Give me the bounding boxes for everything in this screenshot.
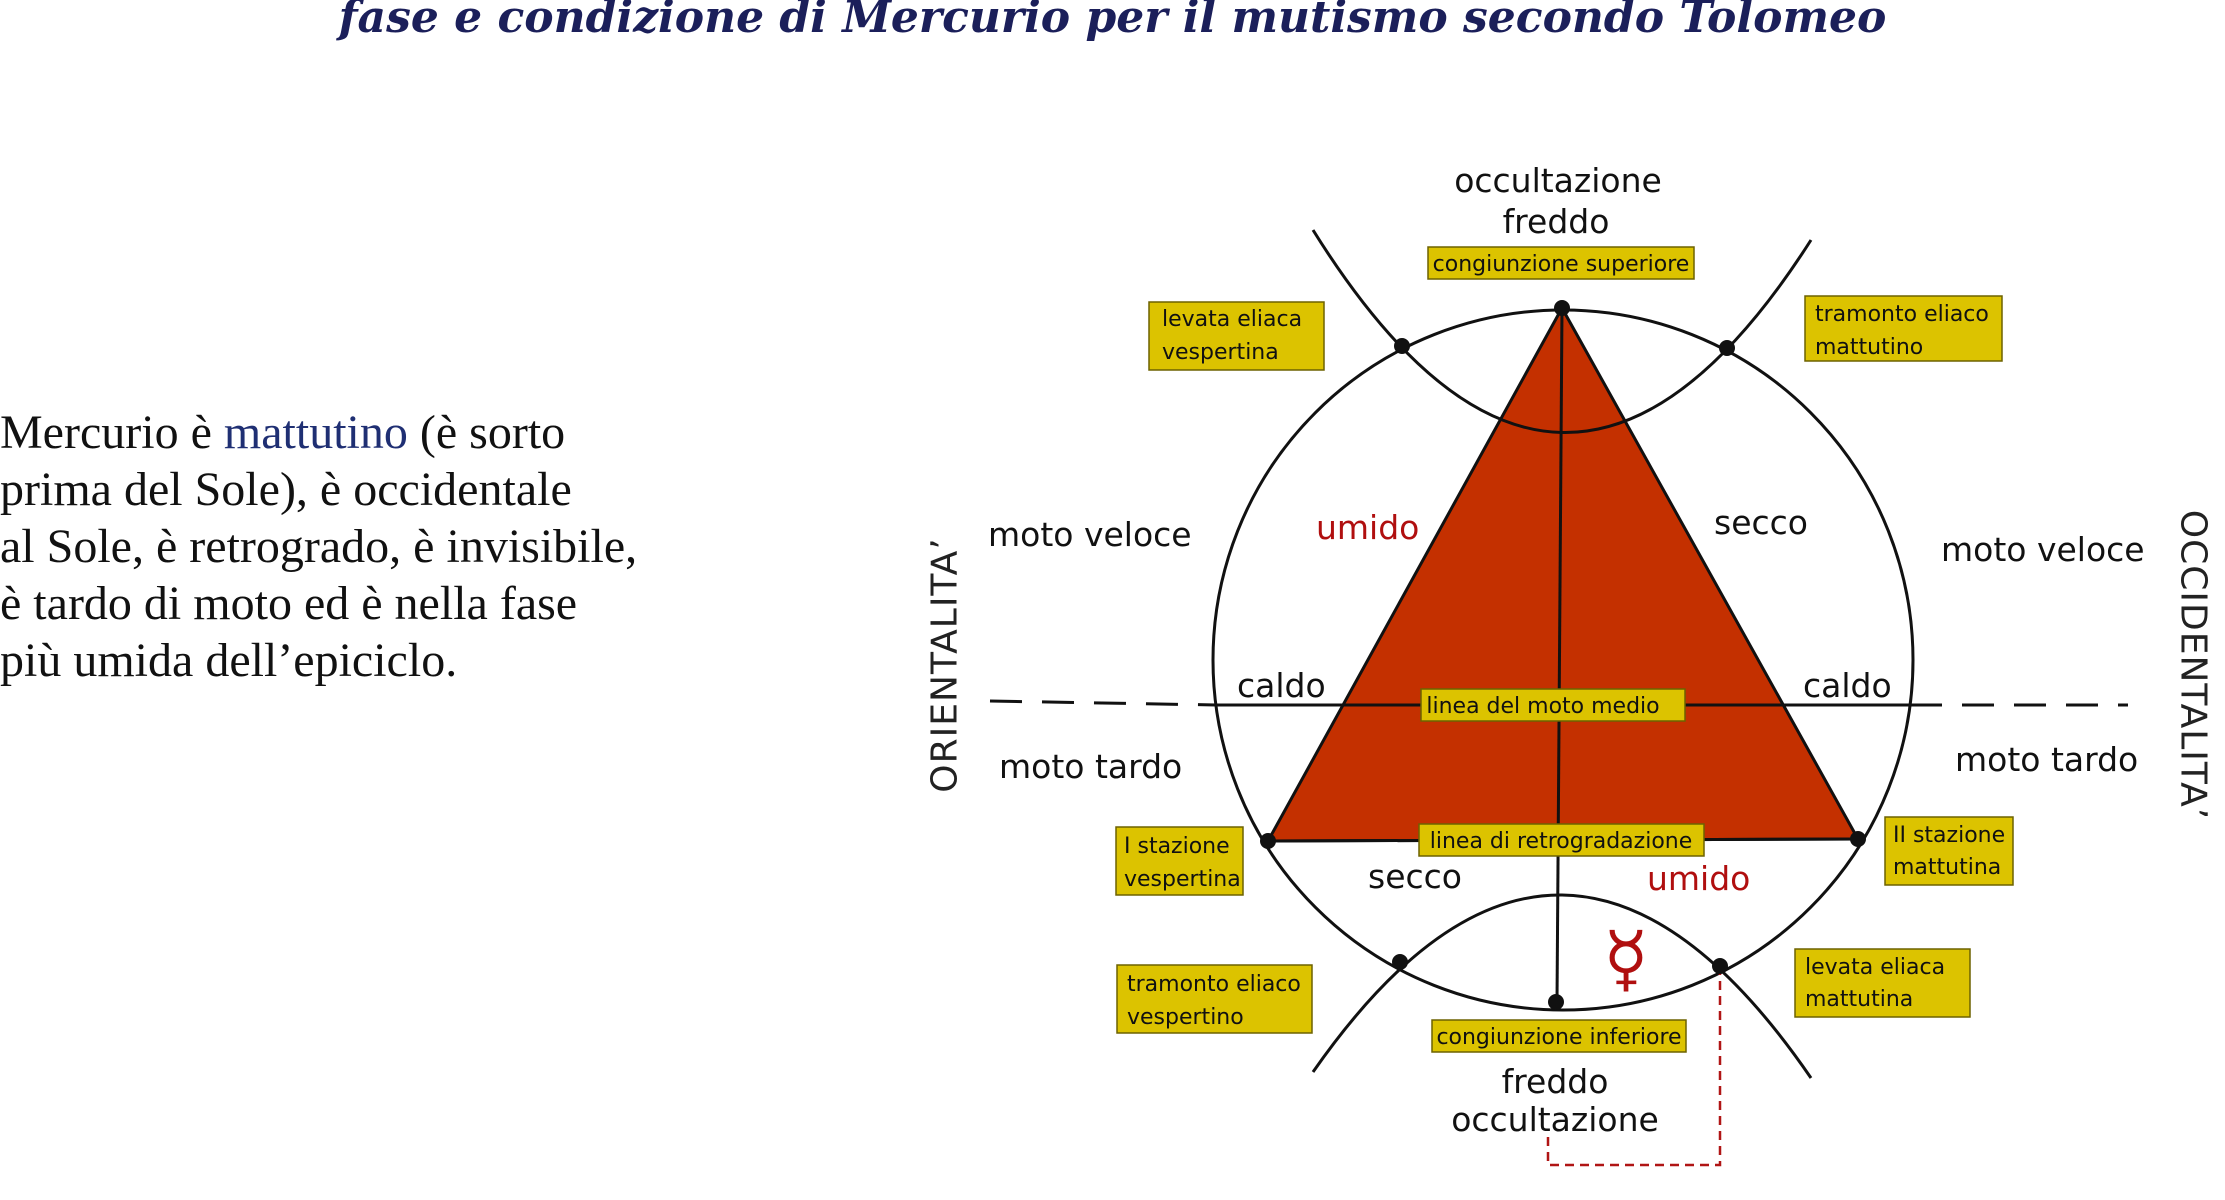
box-inferior-conjunction: congiunzione inferiore	[1431, 1019, 1687, 1053]
point-lower-right	[1712, 958, 1728, 974]
label-hot-right: caldo	[1803, 666, 1892, 705]
description-paragraph: Mercurio è mattutino (è sorto prima del …	[0, 404, 760, 689]
humid-dry-triangle	[1265, 304, 1861, 843]
svg-text:mattutina: mattutina	[1805, 987, 1913, 1012]
label-top-occultation: occultazione	[1454, 161, 1662, 200]
label-fast-right: moto veloce	[1941, 530, 2145, 569]
label-bottom-cold: freddo	[1502, 1062, 1609, 1101]
svg-text:vespertina: vespertina	[1162, 340, 1279, 365]
box-morning-heliacal-setting: tramonto eliaco mattutino	[1804, 295, 2003, 362]
lower-arc	[1311, 893, 1813, 1079]
box-evening-heliacal-setting: tramonto eliaco vespertino	[1116, 964, 1313, 1034]
point-lower-left	[1392, 954, 1408, 970]
label-dry-upper: secco	[1714, 503, 1808, 542]
box-superior-conjunction: congiunzione superiore	[1427, 246, 1695, 280]
vertical-axis	[1555, 307, 1564, 1003]
point-top	[1554, 300, 1570, 316]
mercury-connector	[1546, 966, 1722, 1167]
label-slow-left: moto tardo	[999, 747, 1182, 786]
label-bottom-occultation: occultazione	[1451, 1100, 1659, 1139]
svg-text:vespertina: vespertina	[1124, 867, 1241, 892]
paragraph-line-1-end: (è sorto	[407, 406, 566, 459]
svg-text:mattutino: mattutino	[1815, 335, 1923, 360]
svg-text:levata eliaca: levata eliaca	[1805, 955, 1945, 980]
paragraph-line-4: è tardo di moto ed è nella fase	[0, 577, 578, 630]
svg-text:levata eliaca: levata eliaca	[1162, 307, 1302, 332]
page-title: fase e condizione di Mercurio per il mut…	[338, 0, 1887, 43]
box-mean-motion-line: linea del moto medio	[1420, 688, 1686, 722]
label-hot-left: caldo	[1237, 666, 1326, 705]
point-station-left	[1260, 833, 1276, 849]
box-retrograde-line: linea di retrogradazione	[1418, 823, 1705, 857]
highlight-mattutino: mattutino	[223, 406, 408, 459]
box-morning-heliacal-rising: levata eliaca mattutina	[1794, 948, 1971, 1018]
svg-text:congiunzione superiore: congiunzione superiore	[1433, 252, 1690, 277]
svg-text:I stazione: I stazione	[1124, 834, 1230, 859]
point-upper-left	[1394, 338, 1410, 354]
dashed-line-left	[989, 699, 1217, 707]
label-dry-lower: secco	[1368, 857, 1462, 896]
svg-text:II stazione: II stazione	[1893, 823, 2005, 848]
point-station-right	[1850, 831, 1866, 847]
paragraph-line-3: al Sole, è retrogrado, è invisibile,	[0, 520, 638, 573]
point-bottom	[1548, 994, 1564, 1010]
label-humid-lower: umido	[1647, 859, 1750, 898]
svg-text:mattutina: mattutina	[1893, 855, 2001, 880]
box-second-station-morning: II stazione mattutina	[1884, 816, 2014, 886]
svg-text:tramonto eliaco: tramonto eliaco	[1815, 302, 1989, 327]
box-first-station-evening: I stazione vespertina	[1115, 826, 1244, 896]
point-upper-right	[1719, 340, 1735, 356]
label-humid-upper: umido	[1316, 508, 1419, 547]
label-fast-left: moto veloce	[988, 515, 1192, 554]
svg-text:vespertino: vespertino	[1127, 1005, 1244, 1030]
svg-text:linea di retrogradazione: linea di retrogradazione	[1430, 829, 1693, 854]
paragraph-line-1-start: Mercurio è	[0, 406, 224, 459]
box-evening-heliacal-rising: levata eliaca vespertina	[1148, 301, 1325, 371]
label-slow-right: moto tardo	[1955, 740, 2138, 779]
label-top-cold: freddo	[1503, 202, 1610, 241]
svg-text:congiunzione inferiore: congiunzione inferiore	[1436, 1025, 1681, 1050]
mercury-icon: ☿	[1603, 916, 1648, 1002]
paragraph-line-1: Mercurio è mattutino (è sorto	[0, 404, 760, 461]
svg-text:linea del moto medio: linea del moto medio	[1426, 694, 1659, 719]
svg-text:tramonto eliaco: tramonto eliaco	[1127, 972, 1301, 997]
paragraph-line-5: più umida dell’epiciclo.	[0, 634, 458, 687]
paragraph-line-2: prima del Sole), è occidentale	[0, 463, 572, 516]
